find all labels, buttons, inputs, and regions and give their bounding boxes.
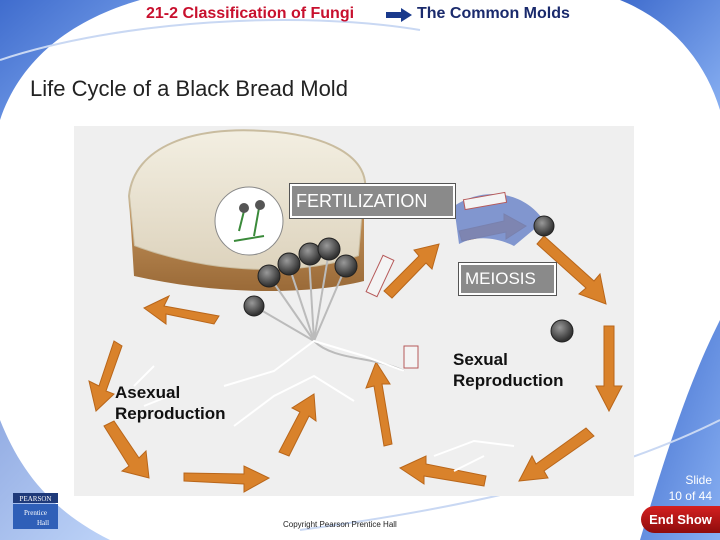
sporangia [243,215,574,343]
hyphae [133,339,515,472]
bread-slice-crust [129,196,364,292]
magnified-mold-circle [214,186,284,256]
gametangia [365,191,508,369]
slide-title: Life Cycle of a Black Bread Mold [30,76,348,101]
asexual-label-line2: Reproduction [115,404,226,423]
pearson-prentice-hall-logo: PEARSON Prentice Hall [13,493,58,529]
mold-life-cycle-diagram [74,126,634,496]
svg-text:PEARSON: PEARSON [20,495,52,503]
slide-counter-label: Slide [685,473,712,487]
sexual-label-line1: Sexual [453,350,508,369]
slide-counter-value: 10 of 44 [668,489,712,503]
copyright-text: Copyright Pearson Prentice Hall [283,520,397,529]
sexual-reproduction-label: Sexual Reproduction [453,349,564,391]
topic-title: The Common Molds [417,5,570,22]
sexual-label-line2: Reproduction [453,371,564,390]
fertilization-label: FERTILIZATION [289,183,456,219]
section-title: 21-2 Classification of Fungi [146,5,355,22]
end-show-button[interactable]: End Show [641,506,720,533]
asexual-cycle-arrows [88,294,317,493]
sporangiophores [253,250,405,372]
arrow-right-icon [386,8,412,22]
asexual-label-line1: Asexual [115,383,181,402]
slide-counter: Slide 10 of 44 [669,472,712,504]
meiosis-label: MEIOSIS [458,262,557,296]
svg-text:Prentice: Prentice [24,509,47,517]
svg-text:Hall: Hall [37,519,49,527]
asexual-reproduction-label: Asexual Reproduction [115,382,226,424]
